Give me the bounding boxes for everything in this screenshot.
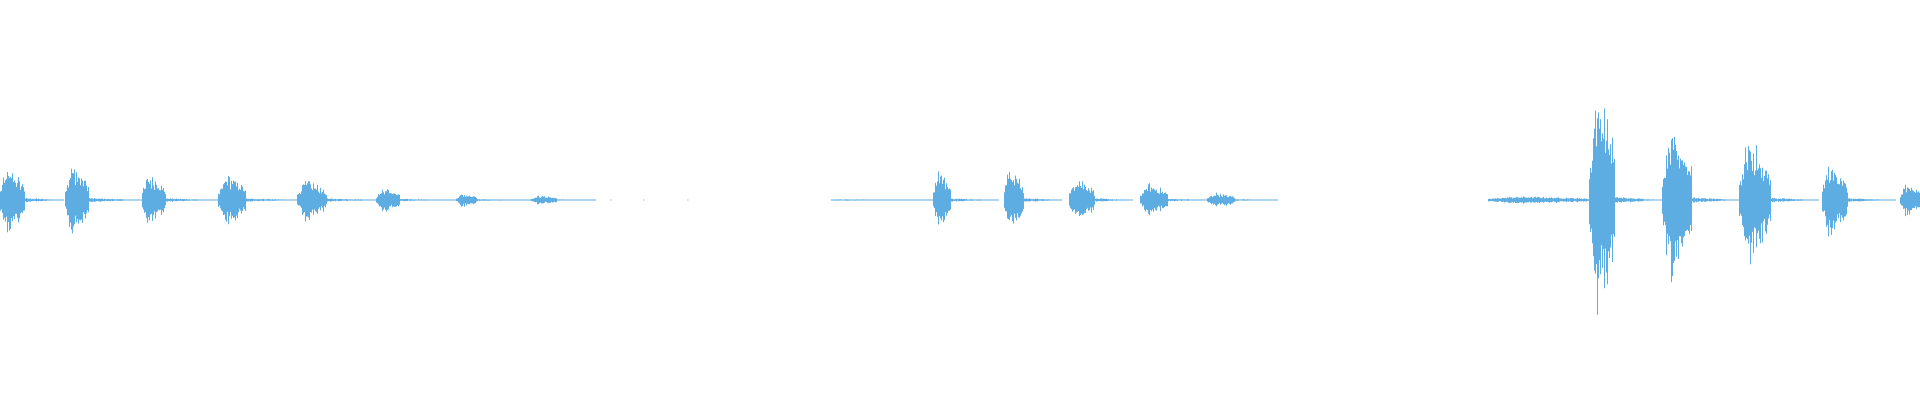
waveform-dot <box>687 199 689 201</box>
waveform-dot <box>1276 199 1278 201</box>
waveform-bars <box>0 108 1920 315</box>
waveform-dot <box>610 199 612 201</box>
waveform-path <box>0 108 1920 315</box>
waveform-dot <box>643 199 645 201</box>
